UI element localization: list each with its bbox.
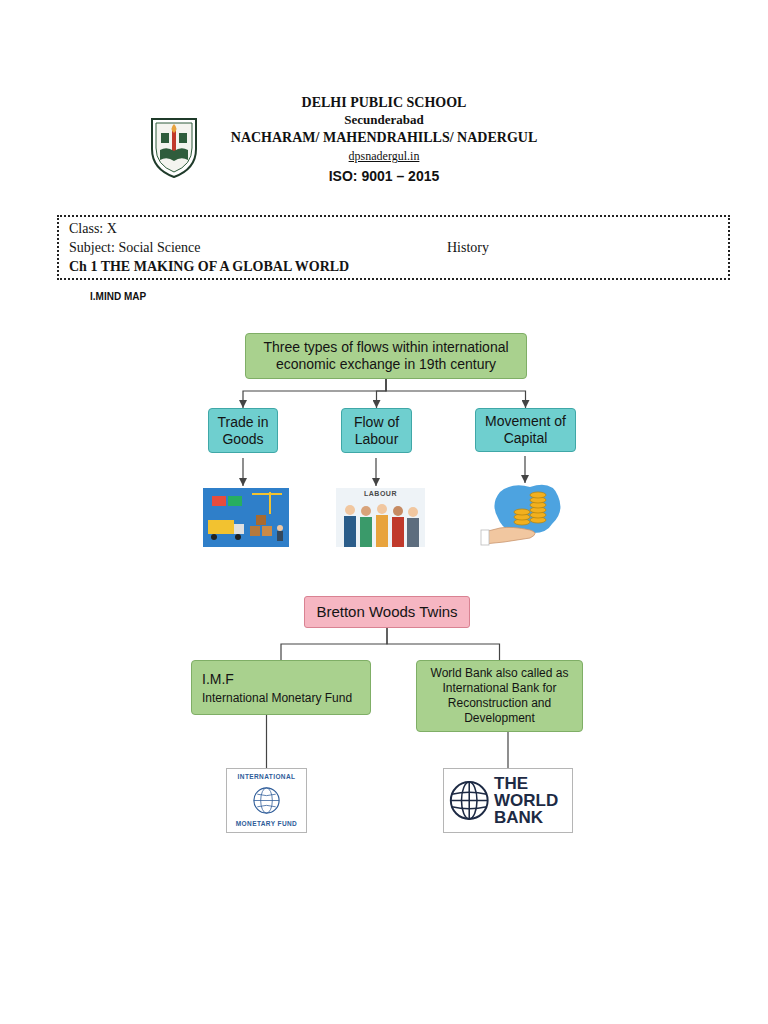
connector bbox=[243, 379, 386, 408]
box-heading: I.M.F bbox=[202, 670, 234, 688]
globe-equator bbox=[254, 800, 279, 801]
picture-caption: LABOUR bbox=[336, 490, 425, 498]
worker-body bbox=[392, 517, 404, 547]
picture-arrow bbox=[242, 458, 243, 486]
crest-flame bbox=[172, 124, 177, 133]
flow-box: Flow of Labour bbox=[341, 408, 412, 453]
text-holder: DELHI PUBLIC SCHOOL bbox=[0, 95, 768, 111]
topic-box: Three types of flows within internationa… bbox=[245, 333, 527, 379]
box-text: Bretton Woods Twins bbox=[316, 603, 457, 621]
worker-head bbox=[345, 505, 355, 515]
globe-outline bbox=[451, 782, 488, 819]
container bbox=[228, 496, 242, 506]
picture-arrow bbox=[375, 458, 376, 486]
crane bbox=[269, 492, 271, 514]
box-text: Flow of Labour bbox=[346, 414, 407, 448]
worker-body bbox=[277, 531, 283, 541]
header-band: Class: XSubject: Social ScienceHistoryCh… bbox=[57, 215, 730, 280]
text-holder: ISO: 9001 – 2015 bbox=[0, 168, 768, 184]
crest-inner bbox=[156, 123, 192, 172]
worker-body bbox=[407, 518, 419, 547]
institution-box: I.M.F International Monetary Fund bbox=[191, 660, 371, 715]
cargo-box bbox=[256, 515, 266, 525]
connector bbox=[507, 732, 508, 768]
splash bbox=[494, 485, 560, 533]
box-text: World Bank also called as International … bbox=[425, 666, 574, 726]
school-name: DELHI PUBLIC SCHOOL bbox=[0, 95, 768, 111]
worker-head bbox=[377, 504, 387, 514]
box-text: Three types of flows within internationa… bbox=[254, 339, 518, 373]
trade-picture bbox=[203, 488, 289, 547]
container bbox=[212, 496, 226, 506]
logo-text: THE WORLD BANK bbox=[494, 775, 570, 826]
globe-outline bbox=[254, 788, 279, 813]
worker-head bbox=[408, 507, 418, 517]
box-text: International Monetary Fund bbox=[202, 691, 352, 706]
connector bbox=[281, 628, 387, 660]
city-name: Secunderabad bbox=[0, 112, 768, 127]
labour-picture bbox=[336, 488, 425, 547]
section-heading: I.MIND MAP bbox=[90, 291, 290, 303]
sleeve bbox=[481, 530, 489, 545]
institution-box: World Bank also called as International … bbox=[416, 660, 583, 732]
truck-cab bbox=[234, 524, 244, 534]
picture-arrow bbox=[524, 456, 525, 483]
subject-part: History bbox=[447, 238, 629, 257]
box-text: Movement of Capital bbox=[480, 413, 571, 447]
worker-head bbox=[277, 525, 283, 531]
truck-wheel bbox=[235, 534, 241, 540]
certification: ISO: 9001 – 2015 bbox=[0, 168, 768, 184]
crest-book bbox=[160, 148, 188, 161]
text-holder: I.MIND MAP bbox=[90, 291, 290, 303]
topic-box: Bretton Woods Twins bbox=[304, 596, 470, 628]
crest-emblem bbox=[161, 133, 169, 143]
text-holder: LABOUR bbox=[336, 490, 425, 498]
world-bank-logo: THE WORLD BANK bbox=[443, 768, 573, 833]
website: dpsnadergul.in bbox=[0, 149, 768, 163]
coin bbox=[530, 492, 546, 498]
flow-box: Trade in Goods bbox=[208, 408, 278, 453]
crest-shield bbox=[152, 119, 196, 177]
crane bbox=[252, 493, 282, 495]
box-text: Trade in Goods bbox=[213, 414, 273, 448]
class-info: Class: X bbox=[69, 219, 341, 238]
imf-logo: INTERNATIONAL MONETARY FUND bbox=[226, 768, 307, 833]
connector bbox=[266, 715, 267, 768]
branch-names: NACHARAM/ MAHENDRAHILLS/ NADERGUL bbox=[0, 130, 768, 146]
globe-parallel bbox=[257, 794, 275, 807]
chapter-title: Ch 1 THE MAKING OF A GLOBAL WORLD bbox=[69, 257, 537, 276]
worker-head bbox=[361, 506, 371, 516]
connector bbox=[386, 379, 526, 408]
crest-emblem bbox=[179, 133, 187, 143]
logo-text: INTERNATIONAL bbox=[238, 773, 296, 781]
subject-info: Subject: Social Science bbox=[69, 238, 447, 257]
text-holder: dpsnadergul.in bbox=[0, 149, 768, 163]
logo-text: MONETARY FUND bbox=[236, 820, 297, 828]
connector bbox=[387, 628, 500, 660]
connector bbox=[377, 379, 387, 408]
truck-wheel bbox=[211, 534, 217, 540]
cargo-box bbox=[250, 526, 260, 536]
truck-body bbox=[208, 520, 234, 534]
worker-body bbox=[344, 516, 356, 547]
worker-body bbox=[376, 515, 388, 547]
coin bbox=[514, 509, 530, 515]
flow-box: Movement of Capital bbox=[475, 408, 576, 452]
cargo-box bbox=[262, 526, 272, 536]
text-holder: NACHARAM/ MAHENDRAHILLS/ NADERGUL bbox=[0, 130, 768, 146]
worker-body bbox=[360, 517, 372, 547]
globe-parallel bbox=[451, 792, 488, 808]
worker-head bbox=[393, 506, 403, 516]
hand bbox=[484, 527, 535, 544]
text-holder: Secunderabad bbox=[0, 112, 768, 127]
